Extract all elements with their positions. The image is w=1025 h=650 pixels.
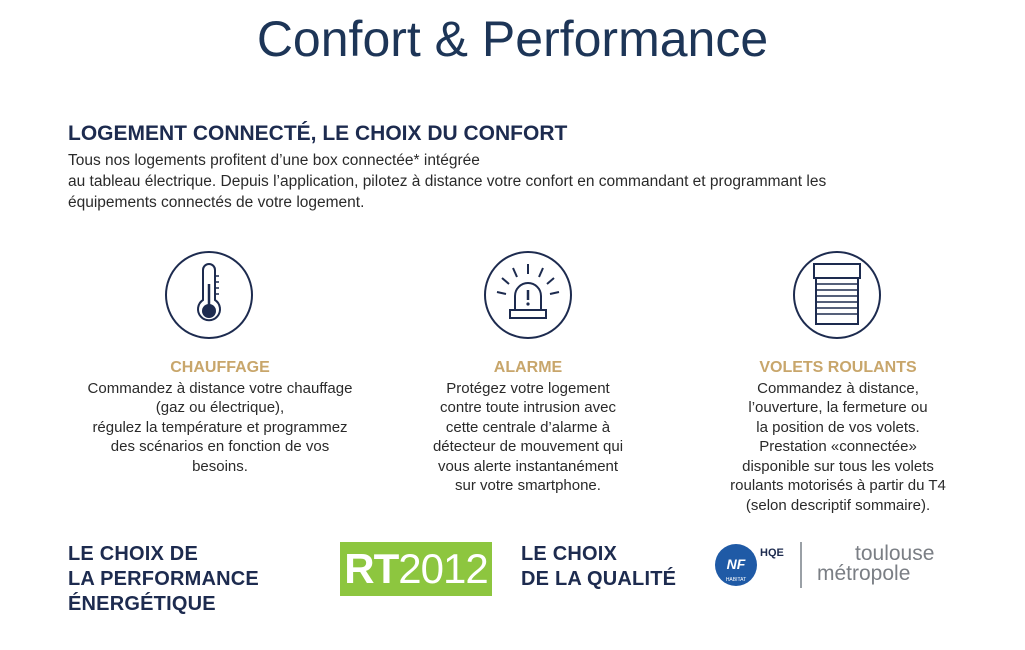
feature-line: (selon descriptif sommaire). bbox=[745, 496, 931, 514]
feature-line: cette centrale d’alarme à bbox=[445, 418, 611, 436]
intro-line: Tous nos logements profitent d’une box c… bbox=[68, 152, 480, 169]
feature-line: Protégez votre logement bbox=[446, 379, 610, 397]
nf-sub: HABITAT bbox=[726, 577, 746, 583]
feature-line: des scénarios en fonction de vos bbox=[110, 438, 330, 455]
nf-hqe-logo: NF HABITAT HQE bbox=[714, 542, 794, 588]
feature-line: disponible sur tous les volets bbox=[742, 457, 934, 475]
section-heading: LOGEMENT CONNECTÉ, LE CHOIX DU CONFORT bbox=[68, 122, 568, 145]
heading-line: DE LA QUALITÉ bbox=[521, 568, 677, 590]
rt2012-badge: RT2012 bbox=[340, 542, 492, 596]
feature-line: (gaz ou électrique), bbox=[155, 399, 285, 416]
page-title: Confort & Performance bbox=[256, 11, 769, 67]
feature-alarme: ALARME Protégez votre logement contre to… bbox=[388, 358, 668, 496]
feature-title: ALARME bbox=[493, 359, 563, 376]
thermometer-icon bbox=[164, 250, 254, 340]
heading-line: LE CHOIX bbox=[521, 543, 618, 565]
rt-year: 2012 bbox=[398, 545, 488, 592]
feature-line: l’ouverture, la fermeture ou bbox=[748, 399, 928, 416]
nf-text: NF bbox=[727, 556, 746, 572]
heading-line: LE CHOIX DE bbox=[68, 543, 198, 565]
intro-text: Tous nos logements profitent d’une box c… bbox=[68, 150, 968, 213]
feature-line: vous alerte instantanément bbox=[437, 457, 619, 475]
quality-heading: LE CHOIX DE LA QUALITÉ bbox=[521, 542, 676, 592]
hqe-text: HQE bbox=[760, 547, 784, 559]
feature-line: Commandez à distance votre chauffage bbox=[87, 379, 353, 397]
feature-title: VOLETS ROULANTS bbox=[759, 359, 917, 376]
feature-line: détecteur de mouvement qui bbox=[432, 438, 624, 455]
feature-line: sur votre smartphone. bbox=[455, 477, 601, 494]
feature-line: Prestation «connectée» bbox=[759, 438, 917, 455]
feature-line: la position de vos volets. bbox=[756, 418, 920, 436]
toulouse-metropole-logo: toulouse métropole bbox=[815, 542, 950, 588]
feature-title: CHAUFFAGE bbox=[170, 359, 270, 376]
performance-heading: LE CHOIX DE LA PERFORMANCE ÉNERGÉTIQUE bbox=[68, 542, 259, 617]
metropole-text: métropole bbox=[817, 562, 911, 585]
feature-line: régulez la température et programmez bbox=[92, 418, 348, 436]
feature-line: roulants motorisés à partir du T4 bbox=[730, 477, 946, 494]
toulouse-text: toulouse bbox=[855, 542, 935, 565]
feature-line: Commandez à distance, bbox=[757, 379, 919, 397]
feature-chauffage: CHAUFFAGE Commandez à distance votre cha… bbox=[62, 358, 378, 476]
heading-line: LA PERFORMANCE bbox=[68, 568, 259, 590]
intro-line: équipements connectés de votre logement. bbox=[68, 194, 365, 211]
heading-line: ÉNERGÉTIQUE bbox=[68, 593, 216, 615]
intro-line: au tableau électrique. Depuis l’applicat… bbox=[68, 173, 827, 190]
roller-shutter-icon bbox=[792, 250, 882, 340]
rt-label: RT bbox=[344, 545, 399, 592]
feature-line: besoins. bbox=[192, 457, 248, 475]
alarm-siren-icon bbox=[483, 250, 573, 340]
feature-line: contre toute intrusion avec bbox=[440, 399, 616, 416]
logo-divider bbox=[800, 542, 802, 588]
feature-volets-roulants: VOLETS ROULANTS Commandez à distance, l’… bbox=[697, 358, 979, 515]
